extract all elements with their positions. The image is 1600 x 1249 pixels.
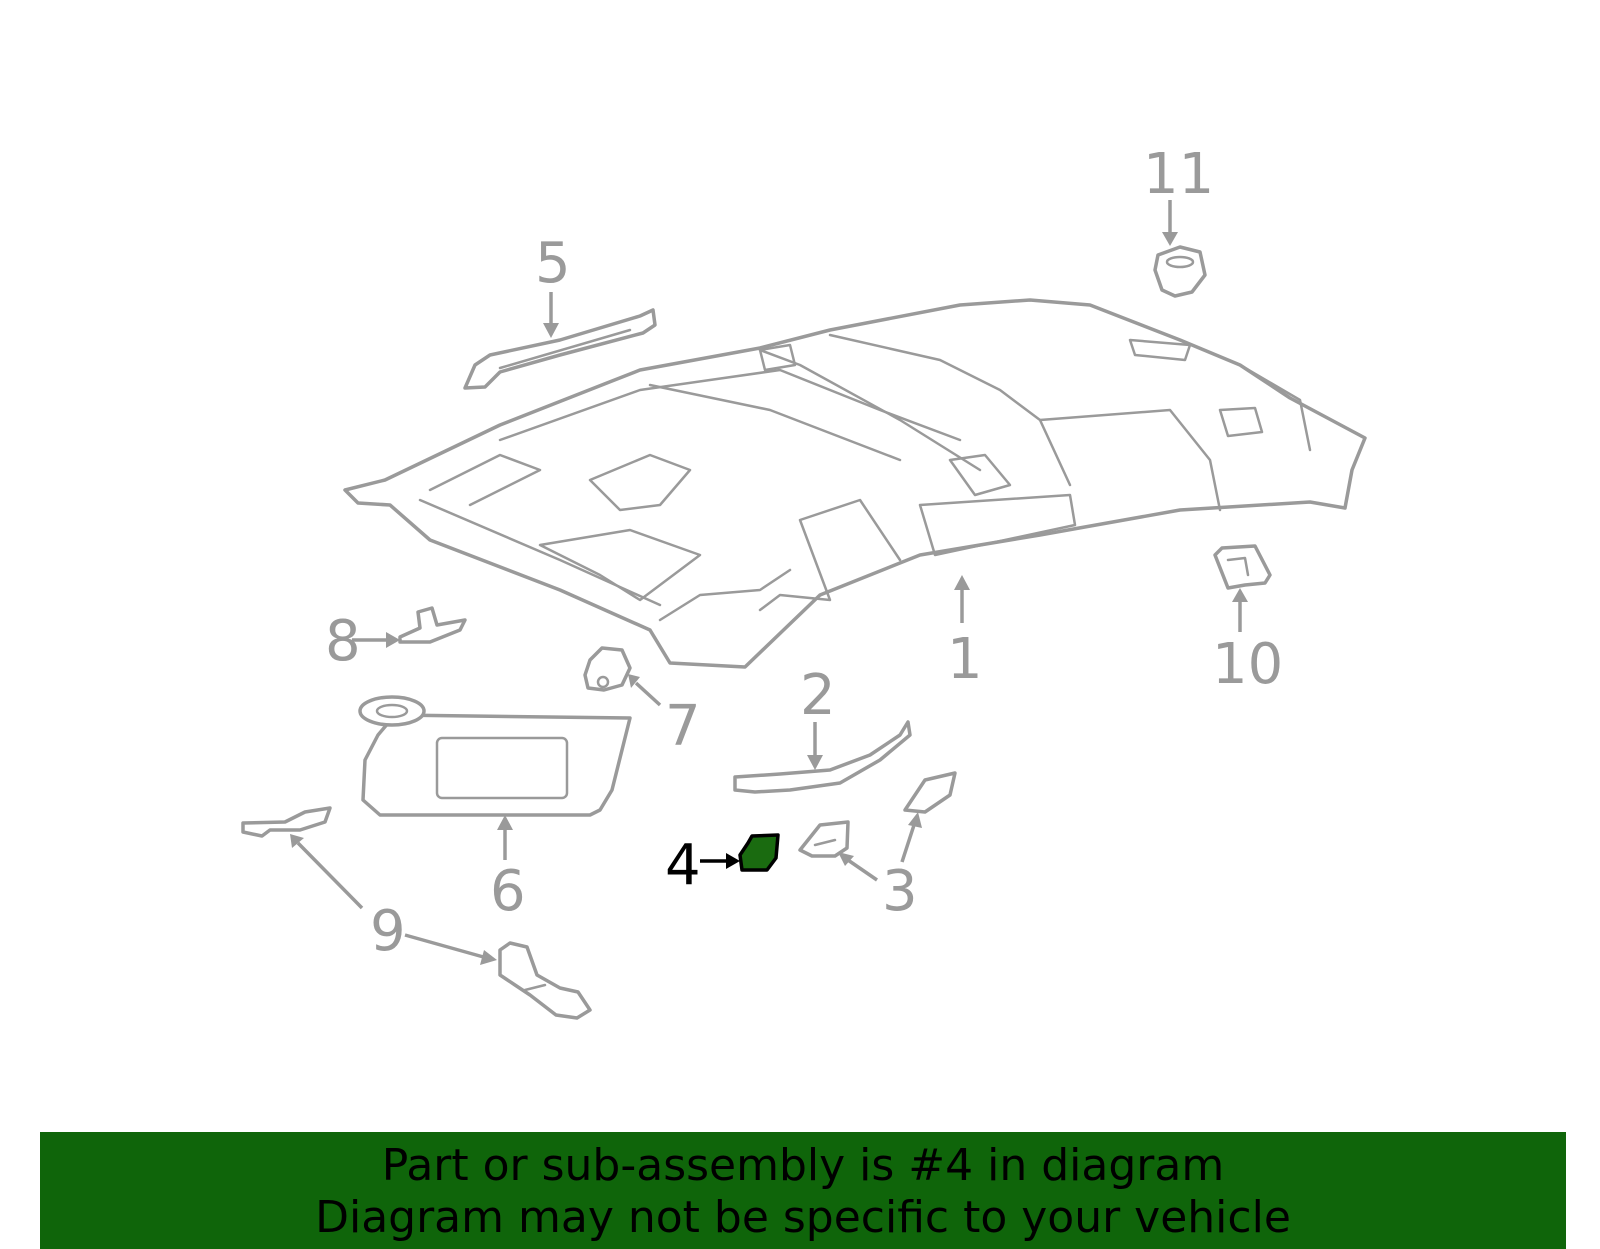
part-8-bracket[interactable] xyxy=(398,606,467,644)
part-10-clip[interactable] xyxy=(1213,544,1272,590)
part-9-bracket-a[interactable] xyxy=(241,806,332,838)
callout-11[interactable]: 11 xyxy=(1143,142,1214,207)
arrowhead-1 xyxy=(954,575,970,590)
arrowhead-4 xyxy=(726,853,740,869)
part-6-sun-visor[interactable] xyxy=(358,695,632,817)
arrowhead-9b xyxy=(480,950,497,965)
leader-9b xyxy=(404,933,488,960)
callout-9[interactable]: 9 xyxy=(370,899,406,964)
part-11-dome-lamp[interactable] xyxy=(1153,245,1207,298)
part-2-trim-strip[interactable] xyxy=(733,720,912,794)
callout-5[interactable]: 5 xyxy=(535,231,571,296)
part-9-bracket-b[interactable] xyxy=(498,941,592,1020)
callout-6[interactable]: 6 xyxy=(490,859,526,924)
leader-3b xyxy=(900,821,917,863)
callout-3[interactable]: 3 xyxy=(882,859,918,924)
part-3-clip-b[interactable] xyxy=(903,771,957,814)
leader-3a xyxy=(844,856,878,882)
arrowhead-5 xyxy=(543,323,559,338)
callout-8[interactable]: 8 xyxy=(325,609,361,674)
banner-line-2: Diagram may not be specific to your vehi… xyxy=(315,1192,1291,1243)
callout-1[interactable]: 1 xyxy=(947,627,983,692)
arrowhead-7 xyxy=(628,674,640,688)
arrowhead-10 xyxy=(1232,588,1248,602)
arrowhead-3a xyxy=(838,852,854,866)
callout-2[interactable]: 2 xyxy=(800,663,836,728)
part-5-grab-handle[interactable] xyxy=(463,308,657,390)
arrowhead-3b xyxy=(908,812,922,828)
part-7-visor-holder[interactable] xyxy=(583,646,632,692)
arrowhead-11 xyxy=(1162,232,1178,246)
arrowhead-9a xyxy=(290,834,304,848)
leader-7 xyxy=(634,681,662,707)
arrowhead-2 xyxy=(807,755,823,770)
arrowhead-6 xyxy=(497,815,513,830)
part-4-highlighted[interactable] xyxy=(738,833,780,872)
callout-4[interactable]: 4 xyxy=(665,833,701,898)
arrowhead-8 xyxy=(386,632,400,648)
info-banner: Part or sub-assembly is #4 in diagram Di… xyxy=(40,1132,1566,1249)
leader-9a xyxy=(296,841,364,910)
part-3-clip-a[interactable] xyxy=(798,820,850,858)
part-1-headliner[interactable] xyxy=(343,298,1367,669)
callout-10[interactable]: 10 xyxy=(1212,632,1283,697)
banner-line-1: Part or sub-assembly is #4 in diagram xyxy=(381,1140,1225,1191)
callout-7[interactable]: 7 xyxy=(665,694,701,759)
